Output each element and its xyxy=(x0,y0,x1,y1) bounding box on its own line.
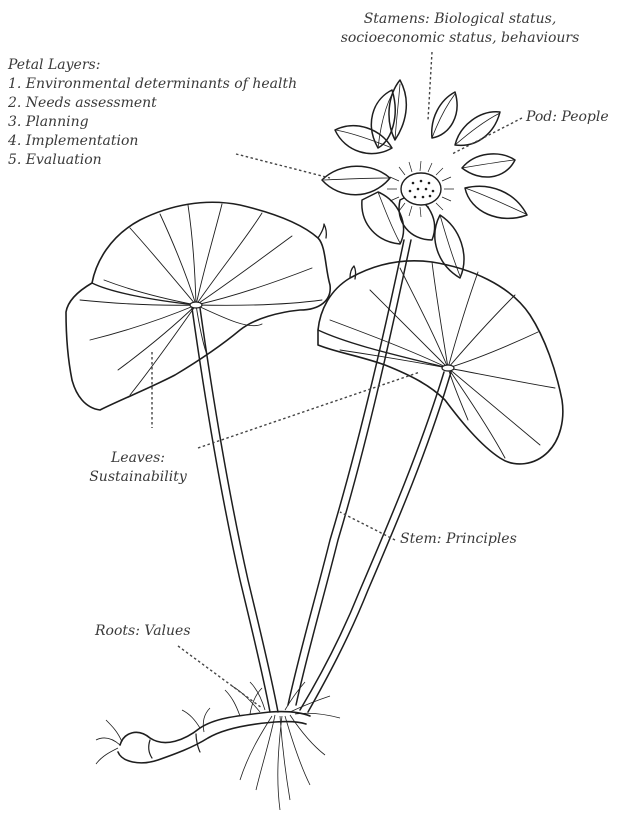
stems xyxy=(192,240,451,712)
leaves-label: Leaves: Sustainability xyxy=(78,449,198,487)
roots-label: Roots: Values xyxy=(95,622,191,641)
petal-layer-item: 5. Evaluation xyxy=(8,151,297,170)
leader-pod xyxy=(452,118,522,154)
rhizome-and-roots xyxy=(96,682,340,810)
lotus-flower xyxy=(322,80,527,278)
stamens-label-line-2: socioeconomic status, behaviours xyxy=(300,29,620,48)
pod-label: Pod: People xyxy=(526,108,609,127)
stem-label: Stem: Principles xyxy=(400,530,517,549)
right-leaf xyxy=(318,261,563,464)
petal-layers-label: Petal Layers: 1. Environmental determina… xyxy=(8,56,297,170)
leader-stamens xyxy=(428,52,432,120)
left-leaf xyxy=(66,202,330,410)
petal-layer-item: 1. Environmental determinants of health xyxy=(8,75,297,94)
stamens-label: Stamens: Biological status, socioeconomi… xyxy=(300,10,620,48)
leader-roots xyxy=(178,646,262,708)
petal-layer-item: 4. Implementation xyxy=(8,132,297,151)
petal-layers-heading: Petal Layers: xyxy=(8,56,297,75)
stamens-label-line-1: Stamens: Biological status, xyxy=(300,10,620,29)
petal-layer-item: 2. Needs assessment xyxy=(8,94,297,113)
petal-layer-item: 3. Planning xyxy=(8,113,297,132)
leaves-label-line-2: Sustainability xyxy=(78,468,198,487)
leaves-label-line-1: Leaves: xyxy=(78,449,198,468)
leader-leaves-right xyxy=(198,372,420,448)
